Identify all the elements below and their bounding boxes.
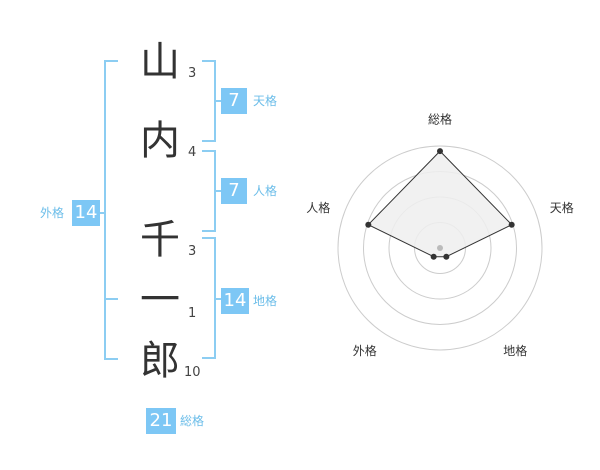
stroke-count-4: 1 <box>188 306 197 321</box>
radar-axis-label: 天格 <box>550 200 574 215</box>
radar-axis-label: 総格 <box>428 112 452 127</box>
chikaku-tick <box>214 298 222 300</box>
gaikaku-bracket <box>104 60 118 360</box>
radar-polygon <box>367 150 513 258</box>
jinkaku-label: 人格 <box>253 184 278 198</box>
jinkaku-tick <box>214 190 222 192</box>
name-char-4: 一 <box>140 277 180 323</box>
stroke-count-1: 3 <box>188 66 197 81</box>
name-char-1: 山 <box>140 39 180 85</box>
tenkaku-tick <box>214 100 222 102</box>
radar-ring <box>337 145 543 351</box>
gaikaku-divider <box>104 298 118 300</box>
stroke-count-3: 3 <box>188 244 197 259</box>
chikaku-label: 地格 <box>253 294 278 308</box>
radar-point <box>508 221 515 228</box>
radar-axis-label: 人格 <box>306 200 330 215</box>
radar-point <box>443 253 450 260</box>
stroke-count-5: 10 <box>184 365 201 380</box>
radar-point <box>365 221 372 228</box>
name-char-3: 千 <box>140 217 180 263</box>
chikaku-value: 14 <box>221 288 249 314</box>
jinkaku-value: 7 <box>221 178 247 204</box>
soukaku-value: 21 <box>146 408 176 434</box>
tenkaku-value: 7 <box>221 88 247 114</box>
gaikaku-value: 14 <box>72 200 100 226</box>
stroke-count-2: 4 <box>188 145 197 160</box>
name-char-5: 郎 <box>140 338 180 384</box>
soukaku-label: 総格 <box>180 414 205 428</box>
radar-axis-label: 外格 <box>353 343 377 358</box>
radar-center-dot <box>437 245 443 251</box>
tenkaku-label: 天格 <box>253 94 278 108</box>
name-char-2: 内 <box>140 118 180 164</box>
radar-point <box>430 253 437 260</box>
radar-point <box>437 148 443 155</box>
gaikaku-label: 外格 <box>40 206 65 220</box>
radar-axis-label: 地格 <box>503 343 527 358</box>
